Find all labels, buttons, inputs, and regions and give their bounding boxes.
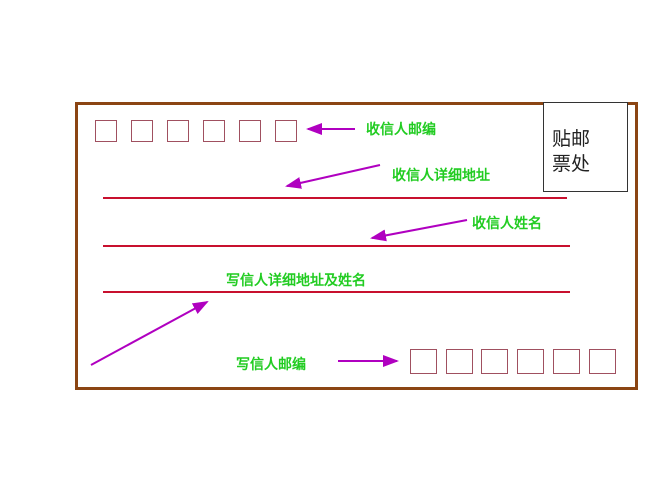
- envelope-outline: [75, 102, 638, 390]
- label-recipient-address: 收信人详细地址: [392, 168, 490, 184]
- stamp-area: 贴邮 票处: [543, 102, 628, 192]
- label-sender-postcode: 写信人邮编: [236, 357, 306, 373]
- postcode-box: [95, 120, 117, 142]
- label-recipient-postcode: 收信人邮编: [366, 122, 436, 138]
- postcode-box: [553, 349, 580, 374]
- recipient-address-line: [103, 197, 567, 199]
- postcode-box: [239, 120, 261, 142]
- postcode-box: [275, 120, 297, 142]
- label-recipient-name: 收信人姓名: [472, 216, 542, 232]
- label-sender-address-name: 写信人详细地址及姓名: [226, 273, 366, 289]
- arrow-icon: [370, 219, 468, 242]
- arrow-icon: [285, 164, 381, 189]
- postcode-box: [410, 349, 437, 374]
- sender-info-line: [103, 291, 570, 293]
- postcode-box: [167, 120, 189, 142]
- recipient-name-line: [103, 245, 570, 247]
- postcode-box: [203, 120, 225, 142]
- postcode-box: [481, 349, 508, 374]
- stamp-text-line1: 贴邮: [552, 128, 591, 150]
- postcode-box: [589, 349, 616, 374]
- postcode-box: [446, 349, 473, 374]
- stamp-text-line2: 票处: [552, 153, 591, 175]
- postcode-box: [517, 349, 544, 374]
- arrow-icon: [90, 301, 209, 366]
- postcode-box: [131, 120, 153, 142]
